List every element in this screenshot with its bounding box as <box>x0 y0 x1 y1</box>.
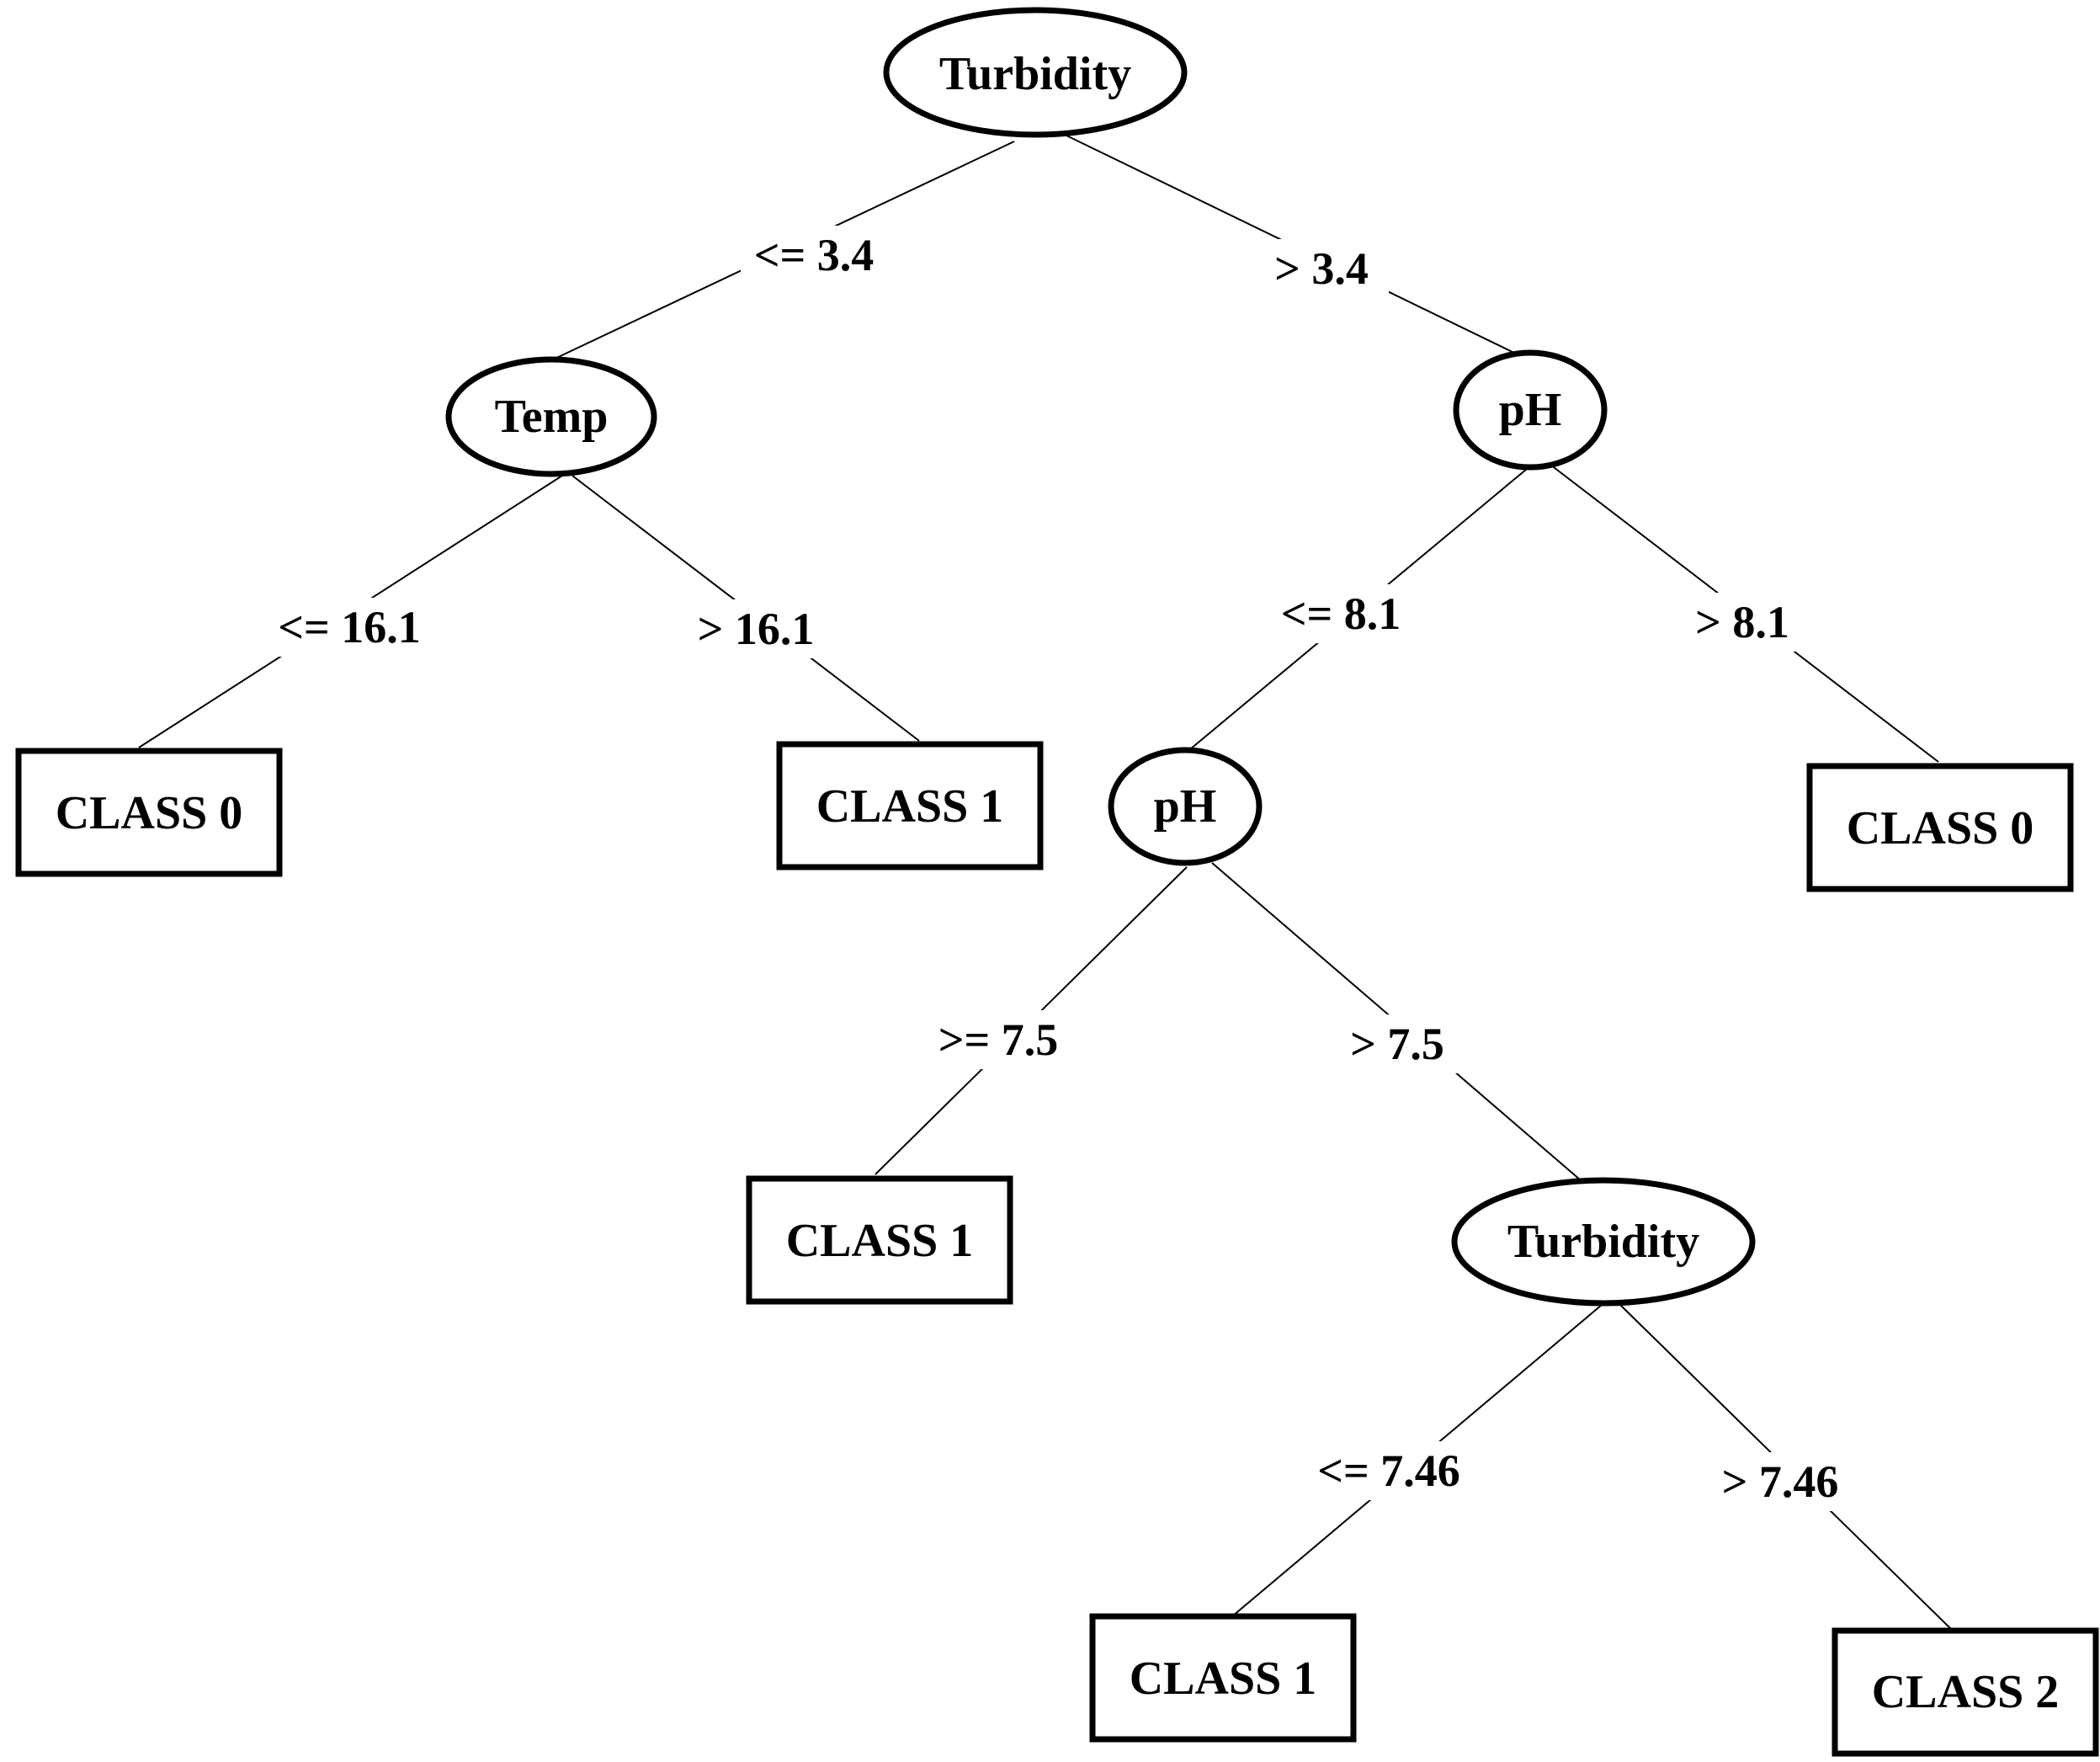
edge-temp-to-class0: <= 16.1 <box>138 475 563 748</box>
node-temp: Temp <box>445 356 657 477</box>
edge-root-to-temp: <= 3.4 <box>550 141 1015 361</box>
edge-turbidity-to-class2: > 7.46 <box>1619 1304 1952 1630</box>
leaf-label-class1-turbidity: CLASS 1 <box>1130 1653 1317 1705</box>
edge-ph-to-ph2: <= 8.1 <box>1184 464 1533 754</box>
node-label-turbidity-2: Turbidity <box>1507 1216 1699 1268</box>
edge-label-root-le-3-4: <= 3.4 <box>754 230 875 280</box>
node-ph-1: pH <box>1453 349 1608 471</box>
node-ph-2: pH <box>1108 747 1263 866</box>
edge-ph2-to-turbidity: > 7.5 <box>1211 862 1587 1186</box>
leaf-label-class1-ph2: CLASS 1 <box>786 1215 974 1267</box>
edge-temp-to-class1: > 16.1 <box>572 475 920 742</box>
node-label-turbidity-root: Turbidity <box>939 48 1131 100</box>
leaf-class2: CLASS 2 <box>1832 1627 2099 1757</box>
node-label-ph-1: pH <box>1499 384 1562 436</box>
leaf-class0-left: CLASS 0 <box>15 748 283 877</box>
edge-label-temp-le-16-1: <= 16.1 <box>278 602 421 652</box>
edge-label-turb-le-7-46: <= 7.46 <box>1317 1445 1460 1496</box>
edge-label-ph2-ge-7-5: >= 7.5 <box>938 1014 1059 1065</box>
node-turbidity-root: Turbidity <box>883 7 1188 138</box>
leaf-label-class0-left: CLASS 0 <box>56 787 243 839</box>
leaf-class1-ph2: CLASS 1 <box>746 1175 1013 1305</box>
edge-label-temp-gt-16-1: > 16.1 <box>698 604 815 654</box>
edge-label-ph-le-8-1: <= 8.1 <box>1281 588 1401 639</box>
leaf-label-class1-temp: CLASS 1 <box>816 780 1004 833</box>
edge-label-root-gt-3-4: > 3.4 <box>1274 243 1369 294</box>
edge-turbidity-to-class1: <= 7.46 <box>1226 1304 1603 1621</box>
leaf-label-class0-right: CLASS 0 <box>1847 802 2034 854</box>
node-label-ph-2: pH <box>1154 780 1217 833</box>
leaf-label-class2: CLASS 2 <box>1872 1666 2060 1718</box>
node-label-temp: Temp <box>495 391 609 443</box>
leaf-class0-right: CLASS 0 <box>1806 763 2074 892</box>
node-turbidity-2: Turbidity <box>1451 1177 1756 1307</box>
edge-ph-to-class0: > 8.1 <box>1550 464 1939 763</box>
edge-ph2-to-class1: >= 7.5 <box>875 866 1188 1175</box>
edge-label-ph-gt-8-1: > 8.1 <box>1695 597 1789 647</box>
leaf-class1-turbidity: CLASS 1 <box>1089 1613 1357 1743</box>
edge-root-to-ph: > 3.4 <box>1064 134 1520 356</box>
edge-label-turb-gt-7-46: > 7.46 <box>1722 1456 1839 1507</box>
edge-label-ph2-gt-7-5: > 7.5 <box>1350 1019 1444 1069</box>
leaf-class1-temp: CLASS 1 <box>776 741 1044 870</box>
